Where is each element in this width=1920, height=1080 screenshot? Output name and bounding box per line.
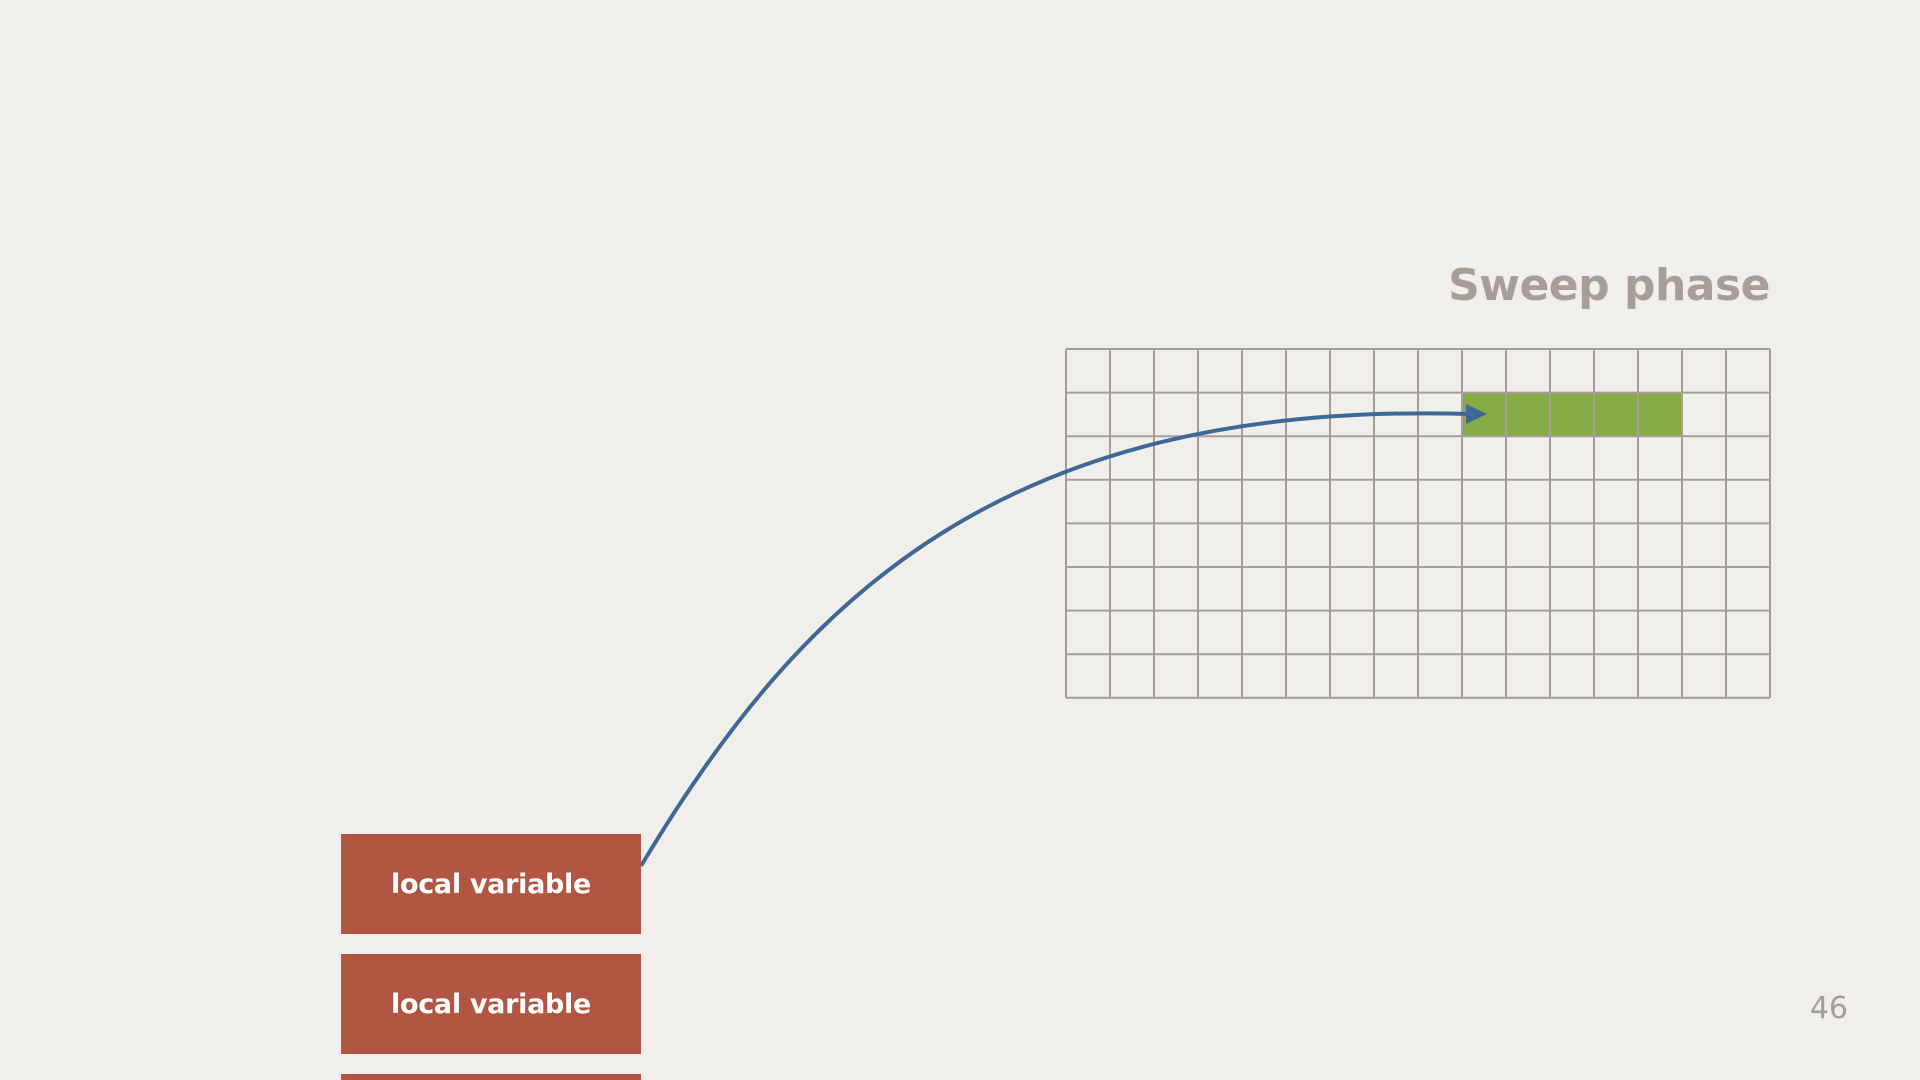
heap-cell-live xyxy=(1550,392,1594,437)
slide-title: Sweep phase xyxy=(1448,260,1770,311)
page-number: 46 xyxy=(1809,991,1848,1026)
stack-item-label: local variable xyxy=(391,868,591,900)
heap-cell-live xyxy=(1638,392,1682,437)
heap-cell-live xyxy=(1594,392,1638,437)
stack-local-variable-1: local variable xyxy=(341,834,641,934)
pointer-arrow xyxy=(639,411,1471,868)
heap-cell-live xyxy=(1506,392,1550,437)
heap-highlighted-cells xyxy=(1462,392,1682,437)
stack-item-label: local variable xyxy=(391,988,591,1020)
heap-grid xyxy=(1065,348,1771,699)
stack-local-variable-2: local variable xyxy=(341,954,641,1054)
stack-item-3 xyxy=(341,1074,641,1080)
pointer-arrowhead xyxy=(1466,404,1487,424)
